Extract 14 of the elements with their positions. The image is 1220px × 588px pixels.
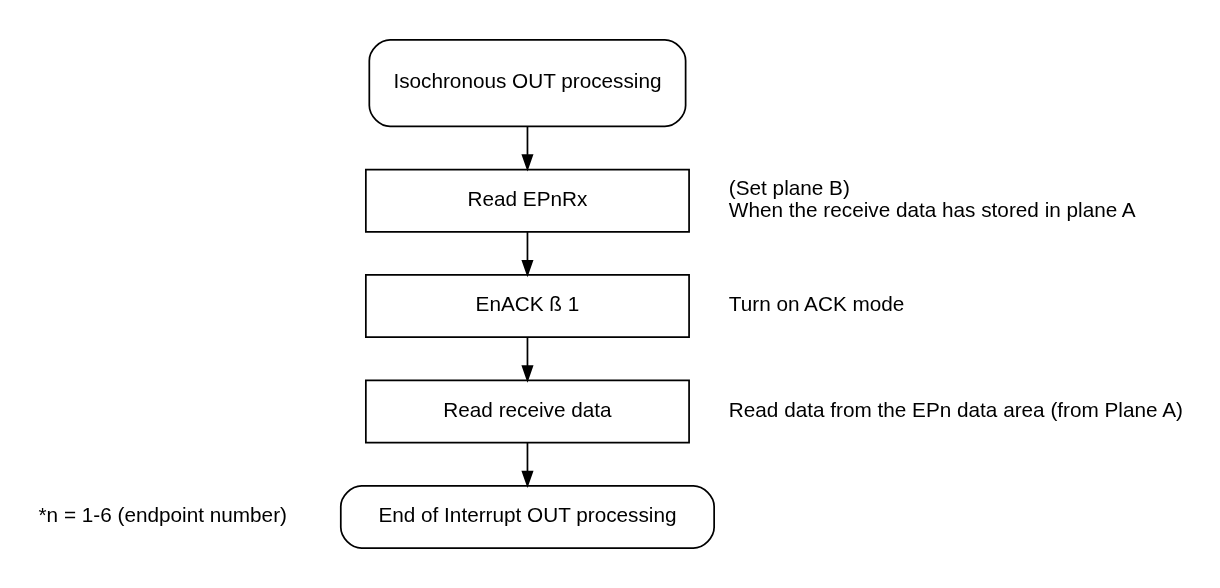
arrow xyxy=(521,336,534,383)
node-label: Turn on ACK mode xyxy=(728,292,905,316)
node-label: Read data from the EPn data area (from Plane A) xyxy=(728,397,1183,421)
node-box: End of Interrupt OUT processing xyxy=(339,485,715,549)
arrow xyxy=(521,125,534,172)
node-label: When the receive data has stored in plane A xyxy=(728,198,1136,222)
node-box: Read receive data xyxy=(365,379,690,444)
node-label: (Set plane B) xyxy=(728,175,850,199)
arrow xyxy=(521,441,534,489)
arrow xyxy=(521,231,534,278)
node-box: Isochronous OUT processing xyxy=(368,39,687,128)
node-box: EnACK ß 1 xyxy=(365,274,690,339)
node-box: Read EPnRx xyxy=(365,168,690,233)
label: *n = 1-6 (endpoint number) xyxy=(38,503,287,527)
